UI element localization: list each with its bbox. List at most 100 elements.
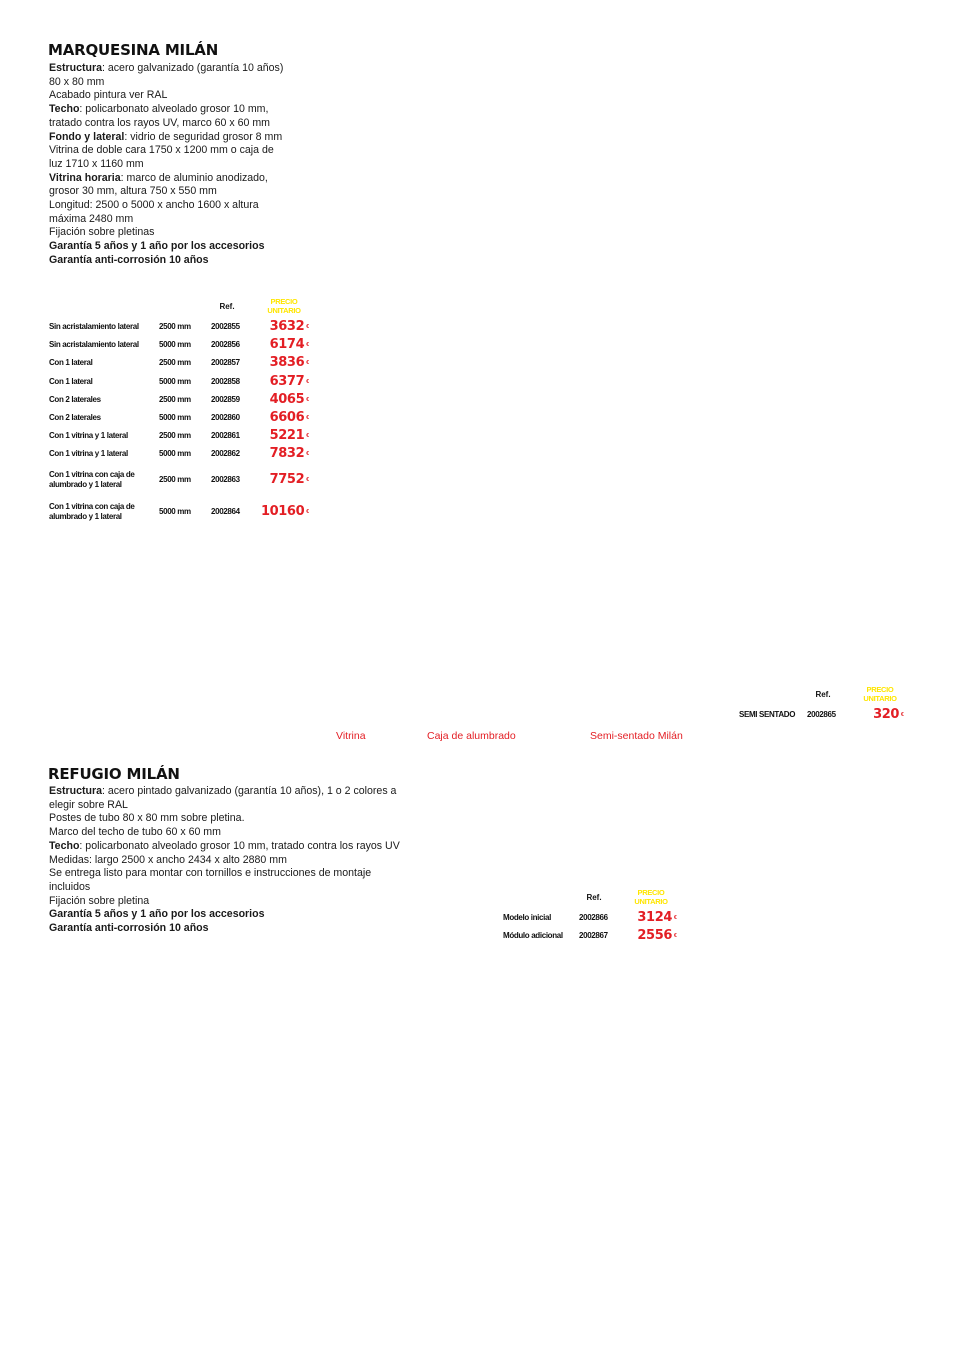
caption-semi-sentado: Semi-sentado Milán: [590, 730, 683, 742]
description-line: 80 x 80 mm: [49, 76, 319, 90]
row-price: 6377: [269, 373, 305, 389]
row-price: 3632: [269, 319, 305, 335]
row-length: 5000 mm: [159, 449, 191, 459]
row-ref: 2002863: [211, 474, 240, 484]
description-line: Garantía 5 años y 1 año por los accesori…: [49, 908, 449, 922]
row-ref: 2002856: [211, 340, 240, 350]
caption-vitrina: Vitrina: [336, 730, 366, 742]
caption-caja-alumbrado: Caja de alumbrado: [427, 730, 516, 742]
description-bold: Garantía 5 años y 1 año por los accesori…: [49, 240, 265, 253]
description-line: Medidas: largo 2500 x ancho 2434 x alto …: [49, 854, 449, 868]
row-currency: €: [901, 712, 904, 719]
description-text: Se entrega listo para montar con tornill…: [49, 867, 372, 880]
row-name: Con 1 vitrina con caja de alumbrado y 1 …: [49, 469, 135, 489]
description-line: tratado contra los rayos UV, marco 60 x …: [49, 117, 319, 131]
row-price: 3836: [269, 355, 305, 371]
description-bold: Fondo y lateral: [49, 130, 125, 143]
description-text: grosor 30 mm, altura 750 x 550 mm: [49, 185, 217, 198]
row-ref: 2002858: [211, 376, 240, 386]
row-currency: €: [306, 396, 309, 403]
description-line: Garantía anti-corrosión 10 años: [49, 922, 449, 936]
row-name: Con 1 vitrina y 1 lateral: [49, 449, 128, 459]
row-name: Con 2 laterales: [49, 394, 101, 404]
description-line: máxima 2480 mm: [49, 213, 319, 227]
description-text: máxima 2480 mm: [49, 212, 134, 225]
description-line: Fondo y lateral: vidrio de seguridad gro…: [49, 131, 319, 145]
row-currency: €: [306, 476, 309, 483]
row-name: Con 1 vitrina y 1 lateral: [49, 431, 128, 441]
description-line: Fijación sobre pletinas: [49, 226, 319, 240]
row-price: 6606: [269, 410, 305, 426]
row-currency: €: [306, 360, 309, 367]
description-line: Vitrina de doble cara 1750 x 1200 mm o c…: [49, 144, 319, 158]
row-name: SEMI SENTADO: [739, 710, 796, 720]
row-name: Con 1 lateral: [49, 358, 93, 368]
row-ref: 2002859: [211, 394, 240, 404]
row-ref: 2002862: [211, 449, 240, 459]
row-length: 2500 mm: [159, 431, 191, 441]
semi-price-header: PRECIO UNITARIO: [863, 685, 897, 703]
description-line: Se entrega listo para montar con tornill…: [49, 867, 449, 881]
description-text: elegir sobre RAL: [49, 798, 128, 811]
row-ref: 2002860: [211, 413, 240, 423]
row-name: Con 1 vitrina con caja de alumbrado y 1 …: [49, 501, 135, 521]
description-line: Garantía 5 años y 1 año por los accesori…: [49, 240, 319, 254]
description-line: Marco del techo de tubo 60 x 60 mm: [49, 826, 449, 840]
description-text: : acero galvanizado (garantía 10 años): [101, 62, 284, 74]
marquesina-title: MARQUESINA MILÁN: [48, 41, 219, 59]
description-text: Fijación sobre pletina: [49, 894, 150, 907]
row-price: 6174: [269, 337, 305, 353]
row-currency: €: [306, 324, 309, 331]
description-text: Longitud: 2500 o 5000 x ancho 1600 x alt…: [49, 199, 259, 212]
description-bold: Garantía anti-corrosión 10 años: [49, 922, 209, 935]
table-row: Con 1 vitrina con caja de alumbrado y 1 …: [49, 464, 309, 496]
refugio-ref-header: Ref.: [586, 893, 602, 902]
row-length: 2500 mm: [159, 474, 191, 484]
marquesina-price-table: Sin acristalamiento lateral 2500 mm 200285…: [49, 318, 309, 528]
row-ref: 2002865: [807, 710, 836, 720]
description-line: Fijación sobre pletina: [49, 895, 449, 909]
row-name: Módulo adicional: [503, 931, 563, 941]
description-text: Vitrina de doble cara 1750 x 1200 mm o c…: [49, 144, 274, 157]
row-price: 10160: [261, 503, 305, 519]
row-length: 5000 mm: [159, 340, 191, 350]
description-line: Postes de tubo 80 x 80 mm sobre pletina.: [49, 812, 449, 826]
refugio-description: Estructura: acero pintado galvanizado (g…: [49, 785, 449, 936]
description-text: Fijación sobre pletinas: [49, 226, 155, 239]
row-name: Con 1 lateral: [49, 376, 93, 386]
row-length: 5000 mm: [159, 413, 191, 423]
description-line: grosor 30 mm, altura 750 x 550 mm: [49, 185, 319, 199]
description-text: incluidos: [49, 880, 91, 893]
row-name: Sin acristalamiento lateral: [49, 322, 139, 332]
row-price: 7752: [269, 471, 305, 487]
description-text: Medidas: largo 2500 x ancho 2434 x alto …: [49, 853, 287, 866]
row-currency: €: [306, 451, 309, 458]
table-row: Con 1 vitrina con caja de alumbrado y 1 …: [49, 496, 309, 528]
row-length: 2500 mm: [159, 322, 191, 332]
description-line: elegir sobre RAL: [49, 799, 449, 813]
row-ref: 2002857: [211, 358, 240, 368]
description-line: Techo: policarbonato alveolado grosor 10…: [49, 840, 449, 854]
row-price: 7832: [269, 446, 305, 462]
description-line: luz 1710 x 1160 mm: [49, 158, 319, 172]
description-text: : marco de aluminio anodizado,: [120, 171, 268, 184]
row-currency: €: [306, 508, 309, 515]
row-length: 5000 mm: [159, 506, 191, 516]
description-text: tratado contra los rayos UV, marco 60 x …: [49, 116, 270, 129]
row-ref: 2002867: [579, 931, 608, 941]
description-bold: Estructura: [49, 62, 102, 74]
row-currency: €: [674, 933, 677, 940]
description-line: Estructura: acero pintado galvanizado (g…: [49, 785, 449, 799]
marquesina-price-header: PRECIO UNITARIO: [267, 297, 301, 315]
table-row: Con 1 vitrina y 1 lateral 5000 mm 2002862 7…: [49, 445, 309, 463]
description-bold: Techo: [49, 839, 80, 852]
refugio-title: REFUGIO MILÁN: [48, 765, 180, 783]
description-text: : policarbonato alveolado grosor 10 mm,: [79, 103, 269, 116]
